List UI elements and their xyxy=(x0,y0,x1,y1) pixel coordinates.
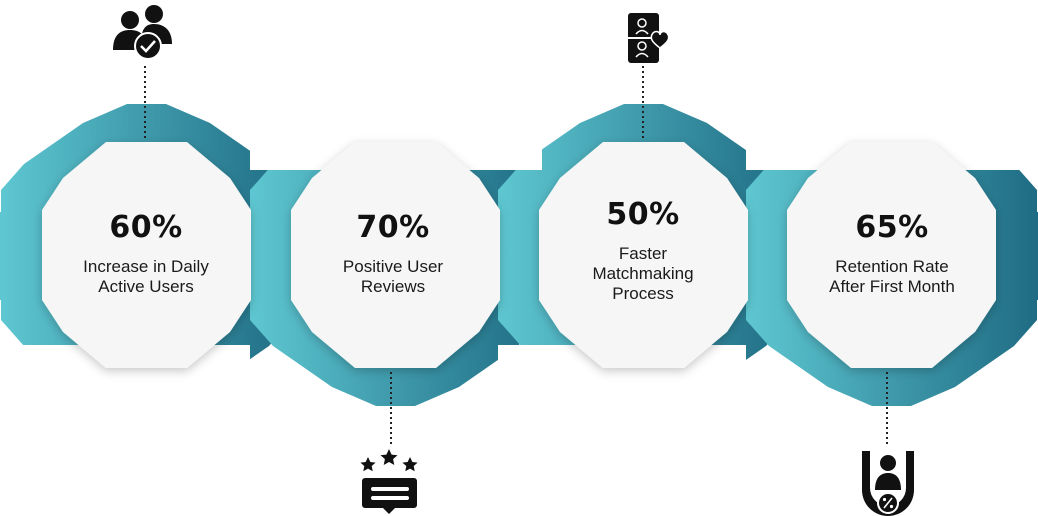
stat-value: 65% xyxy=(855,210,929,245)
stat-hex-4 xyxy=(787,142,996,368)
stat-card-retention-rate: 65% Retention Rate After First Month xyxy=(797,211,987,297)
phone-match-heart-icon xyxy=(628,13,670,63)
stat-hex-3 xyxy=(539,142,748,368)
stat-description: Increase in Daily Active Users xyxy=(51,257,241,297)
stat-description-line: Matchmaking xyxy=(592,264,694,283)
stat-value: 50% xyxy=(606,197,680,232)
stat-description-line: Retention Rate xyxy=(835,257,949,276)
star-review-icon xyxy=(360,449,418,514)
stat-description-line: Positive User xyxy=(342,257,444,276)
connectors xyxy=(144,66,888,446)
stat-description-line: Active Users xyxy=(98,277,194,296)
user-retention-percent-icon xyxy=(862,451,914,516)
band-mask-4-top xyxy=(746,0,1038,170)
stat-description: Positive User Reviews xyxy=(298,257,488,297)
stat-description-line: Process xyxy=(612,284,674,303)
users-check-icon xyxy=(113,5,172,60)
stat-description-line: Reviews xyxy=(360,277,426,296)
stat-card-positive-reviews: 70% Positive User Reviews xyxy=(298,211,488,297)
stat-card-daily-users: 60% Increase in Daily Active Users xyxy=(51,211,241,297)
stat-value: 70% xyxy=(356,210,430,245)
stat-description-line: Faster xyxy=(618,244,668,263)
band-mask-2-top xyxy=(250,0,542,170)
stat-description-line: After First Month xyxy=(829,277,955,296)
stat-description: Retention Rate After First Month xyxy=(797,257,987,297)
stat-description: Faster Matchmaking Process xyxy=(548,244,738,304)
stat-hex-2 xyxy=(291,142,500,368)
stat-description-line: Increase in Daily xyxy=(83,257,209,276)
stat-card-faster-matchmaking: 50% Faster Matchmaking Process xyxy=(548,198,738,304)
stat-value: 60% xyxy=(109,210,183,245)
band-mask-3-bottom xyxy=(498,345,746,516)
stat-hex-1 xyxy=(42,142,251,368)
stat-hexagons xyxy=(42,142,996,368)
band-mask-1-bottom xyxy=(0,345,250,516)
